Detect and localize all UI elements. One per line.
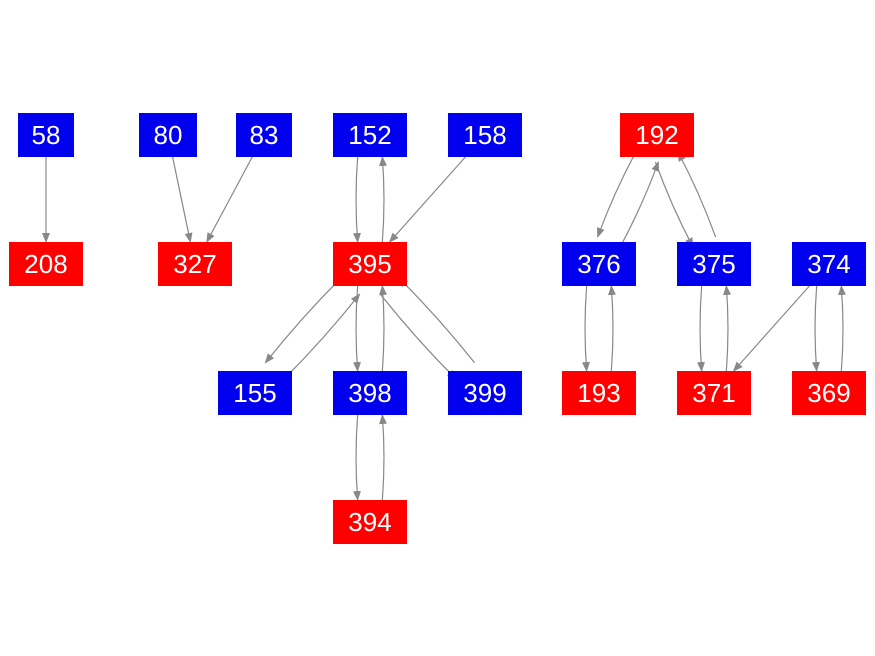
edge-399-to-395 — [398, 277, 476, 364]
node-box — [562, 242, 636, 286]
node-369: 369 — [792, 371, 866, 415]
node-label: 399 — [463, 378, 506, 408]
node-155: 155 — [218, 371, 292, 415]
nodes-layer: 58 80 83 152 158 192 208 327 395 376 375 374 155 398 3… — [9, 113, 866, 544]
node-394: 394 — [333, 500, 407, 544]
edge-375-to-192 — [677, 151, 717, 238]
node-label: 208 — [24, 249, 67, 279]
node-box — [792, 242, 866, 286]
edge-193-to-376 — [608, 285, 617, 372]
node-label: 398 — [348, 378, 391, 408]
edge-395-to-398 — [352, 285, 361, 372]
edge-369-to-374 — [838, 285, 847, 372]
node-193: 193 — [562, 371, 636, 415]
node-box — [620, 113, 694, 157]
edge-376-to-193 — [581, 285, 590, 372]
edge-394-to-398 — [379, 414, 388, 501]
node-label: 374 — [807, 249, 850, 279]
node-box — [333, 500, 407, 544]
node-158: 158 — [448, 113, 522, 157]
node-label: 193 — [577, 378, 620, 408]
node-box — [677, 371, 751, 415]
node-192: 192 — [620, 113, 694, 157]
node-label: 375 — [692, 249, 735, 279]
node-box — [562, 371, 636, 415]
node-box — [677, 242, 751, 286]
edge-158-to-395 — [388, 156, 466, 243]
node-375: 375 — [677, 242, 751, 286]
node-box — [236, 113, 292, 157]
edge-395-to-152 — [379, 156, 388, 243]
node-box — [448, 113, 522, 157]
node-80: 80 — [139, 113, 197, 157]
edge-398-to-395 — [379, 285, 388, 372]
edge-375-to-371 — [696, 285, 705, 372]
edge-395-to-155 — [264, 277, 342, 364]
edge-374-to-371 — [732, 285, 810, 372]
node-83: 83 — [236, 113, 292, 157]
node-box — [158, 242, 232, 286]
edge-192-to-375 — [654, 161, 694, 248]
node-label: 371 — [692, 378, 735, 408]
edge-374-to-369 — [811, 285, 820, 372]
node-box — [9, 242, 83, 286]
edge-376-to-192 — [619, 161, 660, 248]
node-label: 83 — [250, 120, 279, 150]
node-label: 395 — [348, 249, 391, 279]
node-box — [139, 113, 197, 157]
node-398: 398 — [333, 371, 407, 415]
node-box — [218, 371, 292, 415]
edge-395-to-399 — [379, 293, 457, 380]
node-399: 399 — [448, 371, 522, 415]
node-label: 80 — [154, 120, 183, 150]
node-152: 152 — [333, 113, 407, 157]
edge-155-to-395 — [283, 293, 361, 380]
edge-80-to-327 — [172, 156, 193, 243]
edge-192-to-376 — [596, 151, 637, 238]
node-327: 327 — [158, 242, 232, 286]
node-58: 58 — [18, 113, 74, 157]
edges-layer — [42, 151, 847, 501]
node-374: 374 — [792, 242, 866, 286]
node-box — [18, 113, 74, 157]
node-box — [792, 371, 866, 415]
node-395: 395 — [333, 242, 407, 286]
edge-83-to-327 — [206, 156, 253, 243]
node-label: 58 — [32, 120, 61, 150]
node-label: 394 — [348, 507, 391, 537]
node-376: 376 — [562, 242, 636, 286]
node-box — [333, 242, 407, 286]
node-label: 158 — [463, 120, 506, 150]
edge-398-to-394 — [352, 414, 361, 501]
node-label: 327 — [173, 249, 216, 279]
node-box — [448, 371, 522, 415]
edge-152-to-395 — [352, 156, 361, 243]
node-label: 369 — [807, 378, 850, 408]
node-371: 371 — [677, 371, 751, 415]
node-label: 155 — [233, 378, 276, 408]
edge-371-to-375 — [723, 285, 732, 372]
node-box — [333, 113, 407, 157]
node-label: 192 — [635, 120, 678, 150]
node-label: 376 — [577, 249, 620, 279]
node-label: 152 — [348, 120, 391, 150]
node-box — [333, 371, 407, 415]
node-208: 208 — [9, 242, 83, 286]
